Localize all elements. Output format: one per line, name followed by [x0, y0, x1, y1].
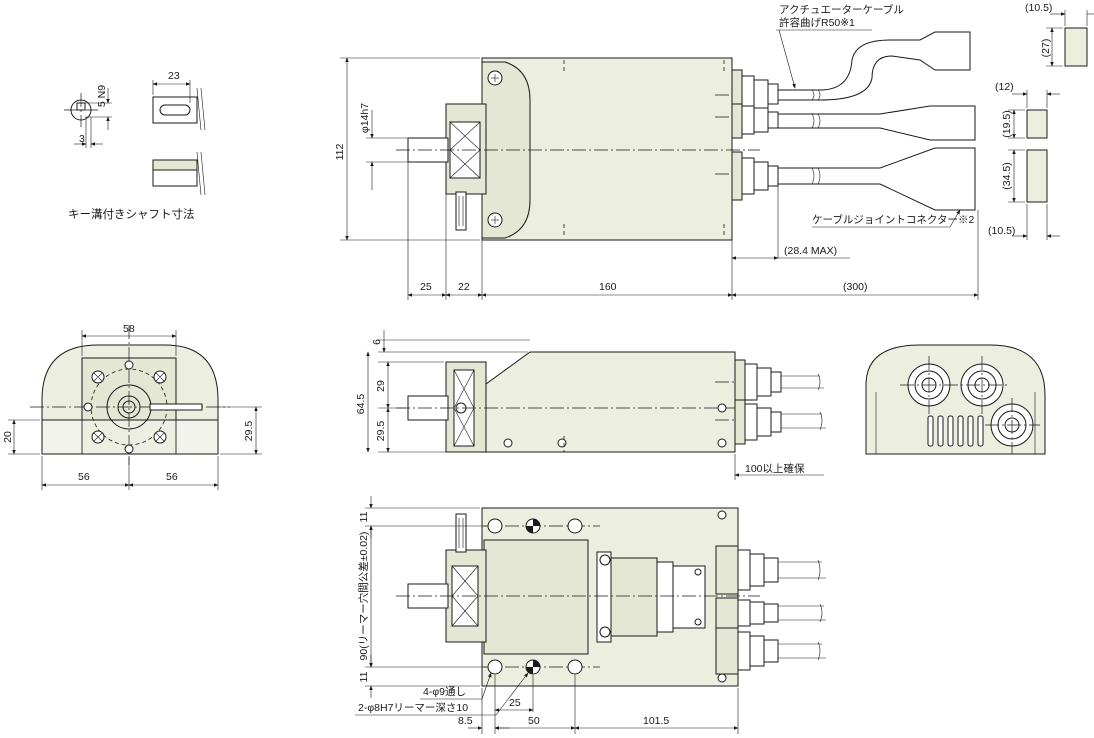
dim-20-front: 20: [2, 431, 14, 443]
connector-detail: (10.5) (27) (12) (19.5) (34.5) (10.5): [988, 2, 1094, 240]
connector-c1-width: (10.5): [1025, 2, 1052, 14]
dim-56-left: 56: [78, 471, 90, 483]
cable-gland-2: [731, 103, 779, 139]
dim-64-5: 64.5: [355, 394, 367, 415]
top-view: 112 φ14h7 25 22 160 (300) (28.4 MAX) アクチ…: [334, 3, 979, 300]
hole-note-2: 2-φ8H7リーマー深さ10: [358, 702, 468, 714]
dim-8-5: 8.5: [458, 715, 473, 727]
dim-50: 50: [528, 715, 540, 727]
key-shaft-caption: キー溝付きシャフト寸法: [68, 207, 195, 221]
dim-58: 58: [123, 323, 135, 335]
hole-note-1: 4-φ9通し: [423, 686, 466, 698]
dim-29-5-side: 29.5: [375, 421, 387, 442]
dim-25-bottom: 25: [509, 697, 521, 709]
dim-29-5-front: 29.5: [243, 421, 255, 442]
dim-112: 112: [334, 143, 346, 160]
dim-22-top: 22: [458, 281, 470, 293]
dim-101-5: 101.5: [643, 715, 669, 727]
dim-23: 23: [168, 70, 180, 82]
dim-28-4max: (28.4 MAX): [784, 245, 837, 257]
cable-gland-3: [731, 151, 779, 201]
dim-6: 6: [371, 339, 383, 345]
dim-56-right: 56: [166, 471, 178, 483]
cable-note-line1: アクチュエーターケーブル: [779, 3, 904, 16]
connector-c3-width: (10.5): [988, 225, 1015, 237]
dim-5n9: 5 N9: [96, 85, 108, 107]
cable-gland-1: [731, 69, 779, 119]
dim-11-top: 11: [358, 511, 370, 522]
connector-c3-height: (34.5): [1001, 162, 1013, 189]
front-view: 58 20 29.5 56 56: [2, 323, 262, 490]
cable-1: [777, 31, 971, 101]
cable-3: [777, 147, 976, 211]
clearance-note: 100以上確保: [745, 462, 805, 475]
dim-29-side: 29: [375, 380, 387, 392]
dim-11-bottom: 11: [358, 671, 370, 682]
dim-90: 90(リーマー穴間公差±0.02): [357, 532, 370, 661]
connector-c2-height: (19.5): [1001, 110, 1013, 137]
dim-3: 3: [79, 133, 85, 145]
key-shaft-detail: 5 N9 3 23 キー溝付きシャフト寸法: [64, 70, 206, 221]
connector-c1-height: (27): [1040, 39, 1052, 58]
dim-160-top: 160: [599, 281, 617, 293]
bottom-view: 11 90(リーマー穴間公差±0.02) 11 4-φ9通し 2-φ8H7リーマ…: [355, 496, 826, 734]
cable-note-line2: 許容曲げR50※1: [779, 16, 855, 29]
connector-c2-width: (12): [995, 81, 1014, 93]
dim-300-top: (300): [843, 281, 868, 293]
dim-phi14h7: φ14h7: [359, 103, 371, 133]
connector-note: ケーブルジョイントコネクター※2: [812, 213, 974, 226]
dim-25-top: 25: [420, 281, 432, 293]
cable-2: [777, 105, 976, 141]
side-view: 6 64.5 29 29.5 100以上確保: [355, 330, 826, 480]
rear-view: [865, 344, 1046, 455]
